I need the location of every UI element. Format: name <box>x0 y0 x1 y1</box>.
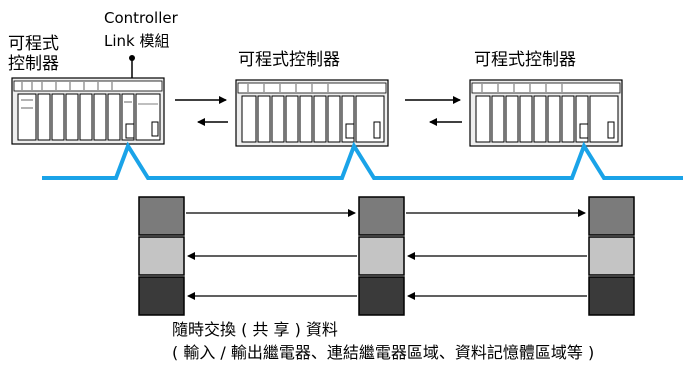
caption-line2: ( 輸入 / 輸出繼電器、連結繼電器區域、資料記憶體區域等 ) <box>172 343 595 362</box>
plc-3-label: 可程式控制器 <box>474 50 576 70</box>
plc-rack-2 <box>235 79 389 147</box>
controller-link-label-line1: Controller <box>104 9 178 27</box>
data-block-1 <box>138 196 185 316</box>
network-line <box>42 141 683 180</box>
controller-link-label-line2: Link 模組 <box>104 32 170 50</box>
plc-1-label-line1: 可程式 <box>8 34 59 54</box>
data-block-3 <box>588 196 635 316</box>
data-block-2 <box>358 196 405 316</box>
plc-2-label: 可程式控制器 <box>238 50 340 70</box>
data-exchange-arrows <box>186 209 587 300</box>
plc-link-arrows <box>175 96 462 126</box>
plc-1-label-line2: 控制器 <box>8 54 59 74</box>
plc-rack-1 <box>11 77 165 145</box>
caption-line1: 隨時交換 ( 共 享 ) 資料 <box>172 320 338 339</box>
plc-rack-3 <box>469 79 623 147</box>
